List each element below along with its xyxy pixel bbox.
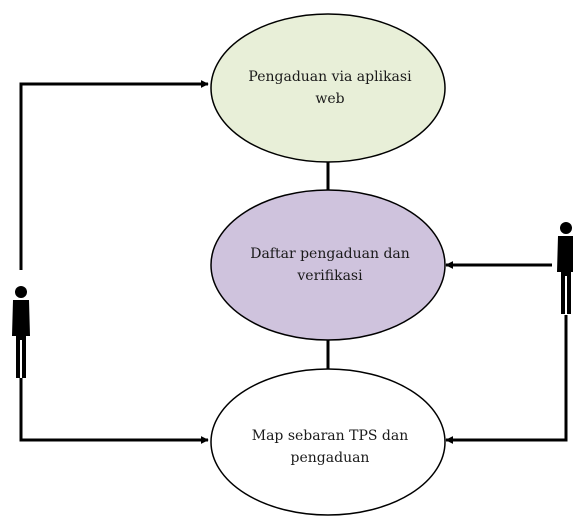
arrow-left-actor-to-tps-map	[19, 378, 209, 444]
complaint-list-label-line1: Daftar pengaduan dan	[250, 246, 410, 262]
tps-map-label-line2: pengaduan	[291, 450, 370, 466]
use-case-complaint-app: Pengaduan via aplikasi web	[210, 13, 446, 163]
use-case-tps-map: Map sebaran TPS dan pengaduan	[210, 368, 446, 516]
tps-map-label-line1: Map sebaran TPS dan	[252, 428, 409, 444]
arrow-left-actor-to-complaint-app	[19, 80, 209, 270]
person-icon	[12, 286, 30, 378]
use-case-complaint-list: Daftar pengaduan dan verifikasi	[210, 189, 446, 341]
tps-map-ellipse	[210, 368, 446, 516]
person-icon	[557, 222, 573, 314]
complaint-app-label-line1: Pengaduan via aplikasi	[248, 69, 412, 85]
complaint-app-label-line2: web	[315, 91, 344, 107]
complaint-list-ellipse	[210, 189, 446, 341]
arrow-right-actor-to-tps-map	[445, 315, 568, 444]
complaint-list-label-line2: verifikasi	[296, 268, 363, 284]
complaint-app-ellipse	[210, 13, 446, 163]
